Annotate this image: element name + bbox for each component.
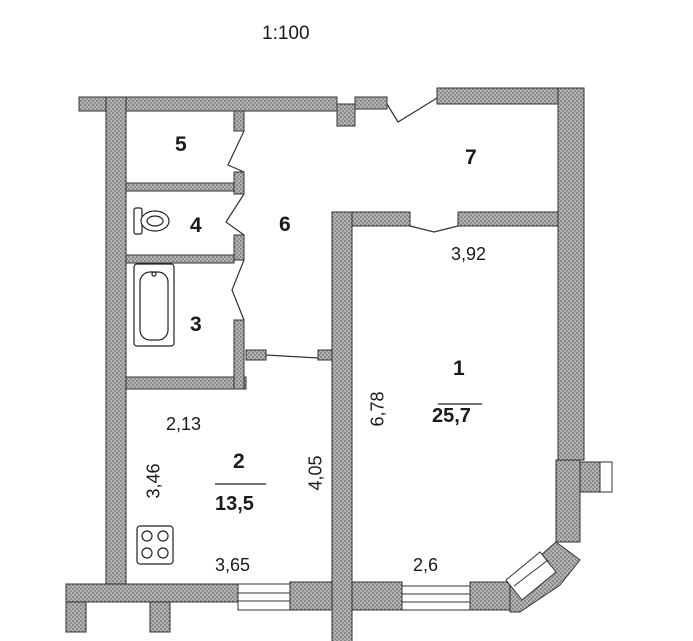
room-2-number: 2 bbox=[233, 450, 245, 473]
outer-walls bbox=[65, 87, 613, 633]
room-4-number: 4 bbox=[190, 214, 202, 237]
stove-icon bbox=[136, 525, 174, 565]
interior-walls bbox=[125, 110, 559, 641]
bathtub-icon bbox=[133, 263, 175, 347]
toilet-icon bbox=[133, 207, 170, 235]
dimension-4-05: 4,05 bbox=[305, 455, 326, 491]
dimension-lines bbox=[215, 403, 482, 485]
room-3-number: 3 bbox=[190, 313, 202, 336]
dimension-6-78: 6,78 bbox=[367, 391, 388, 427]
windows bbox=[237, 461, 613, 611]
room-7-number: 7 bbox=[465, 146, 477, 169]
dimension-2-6: 2,6 bbox=[413, 555, 439, 575]
room-1-number: 1 bbox=[453, 357, 465, 380]
room-5-number: 5 bbox=[175, 133, 187, 156]
room-2-area: 13,5 bbox=[215, 493, 254, 515]
doors bbox=[225, 97, 459, 359]
dimension-3-46: 3,46 bbox=[143, 463, 164, 499]
room-1-area: 25,7 bbox=[432, 405, 471, 427]
scale-label: 1:100 bbox=[262, 23, 310, 44]
dimension-3-92: 3,92 bbox=[451, 244, 487, 264]
room-6-number: 6 bbox=[279, 213, 291, 236]
dimension-3-65: 3,65 bbox=[215, 555, 251, 575]
dimension-2-13: 2,13 bbox=[166, 414, 202, 434]
